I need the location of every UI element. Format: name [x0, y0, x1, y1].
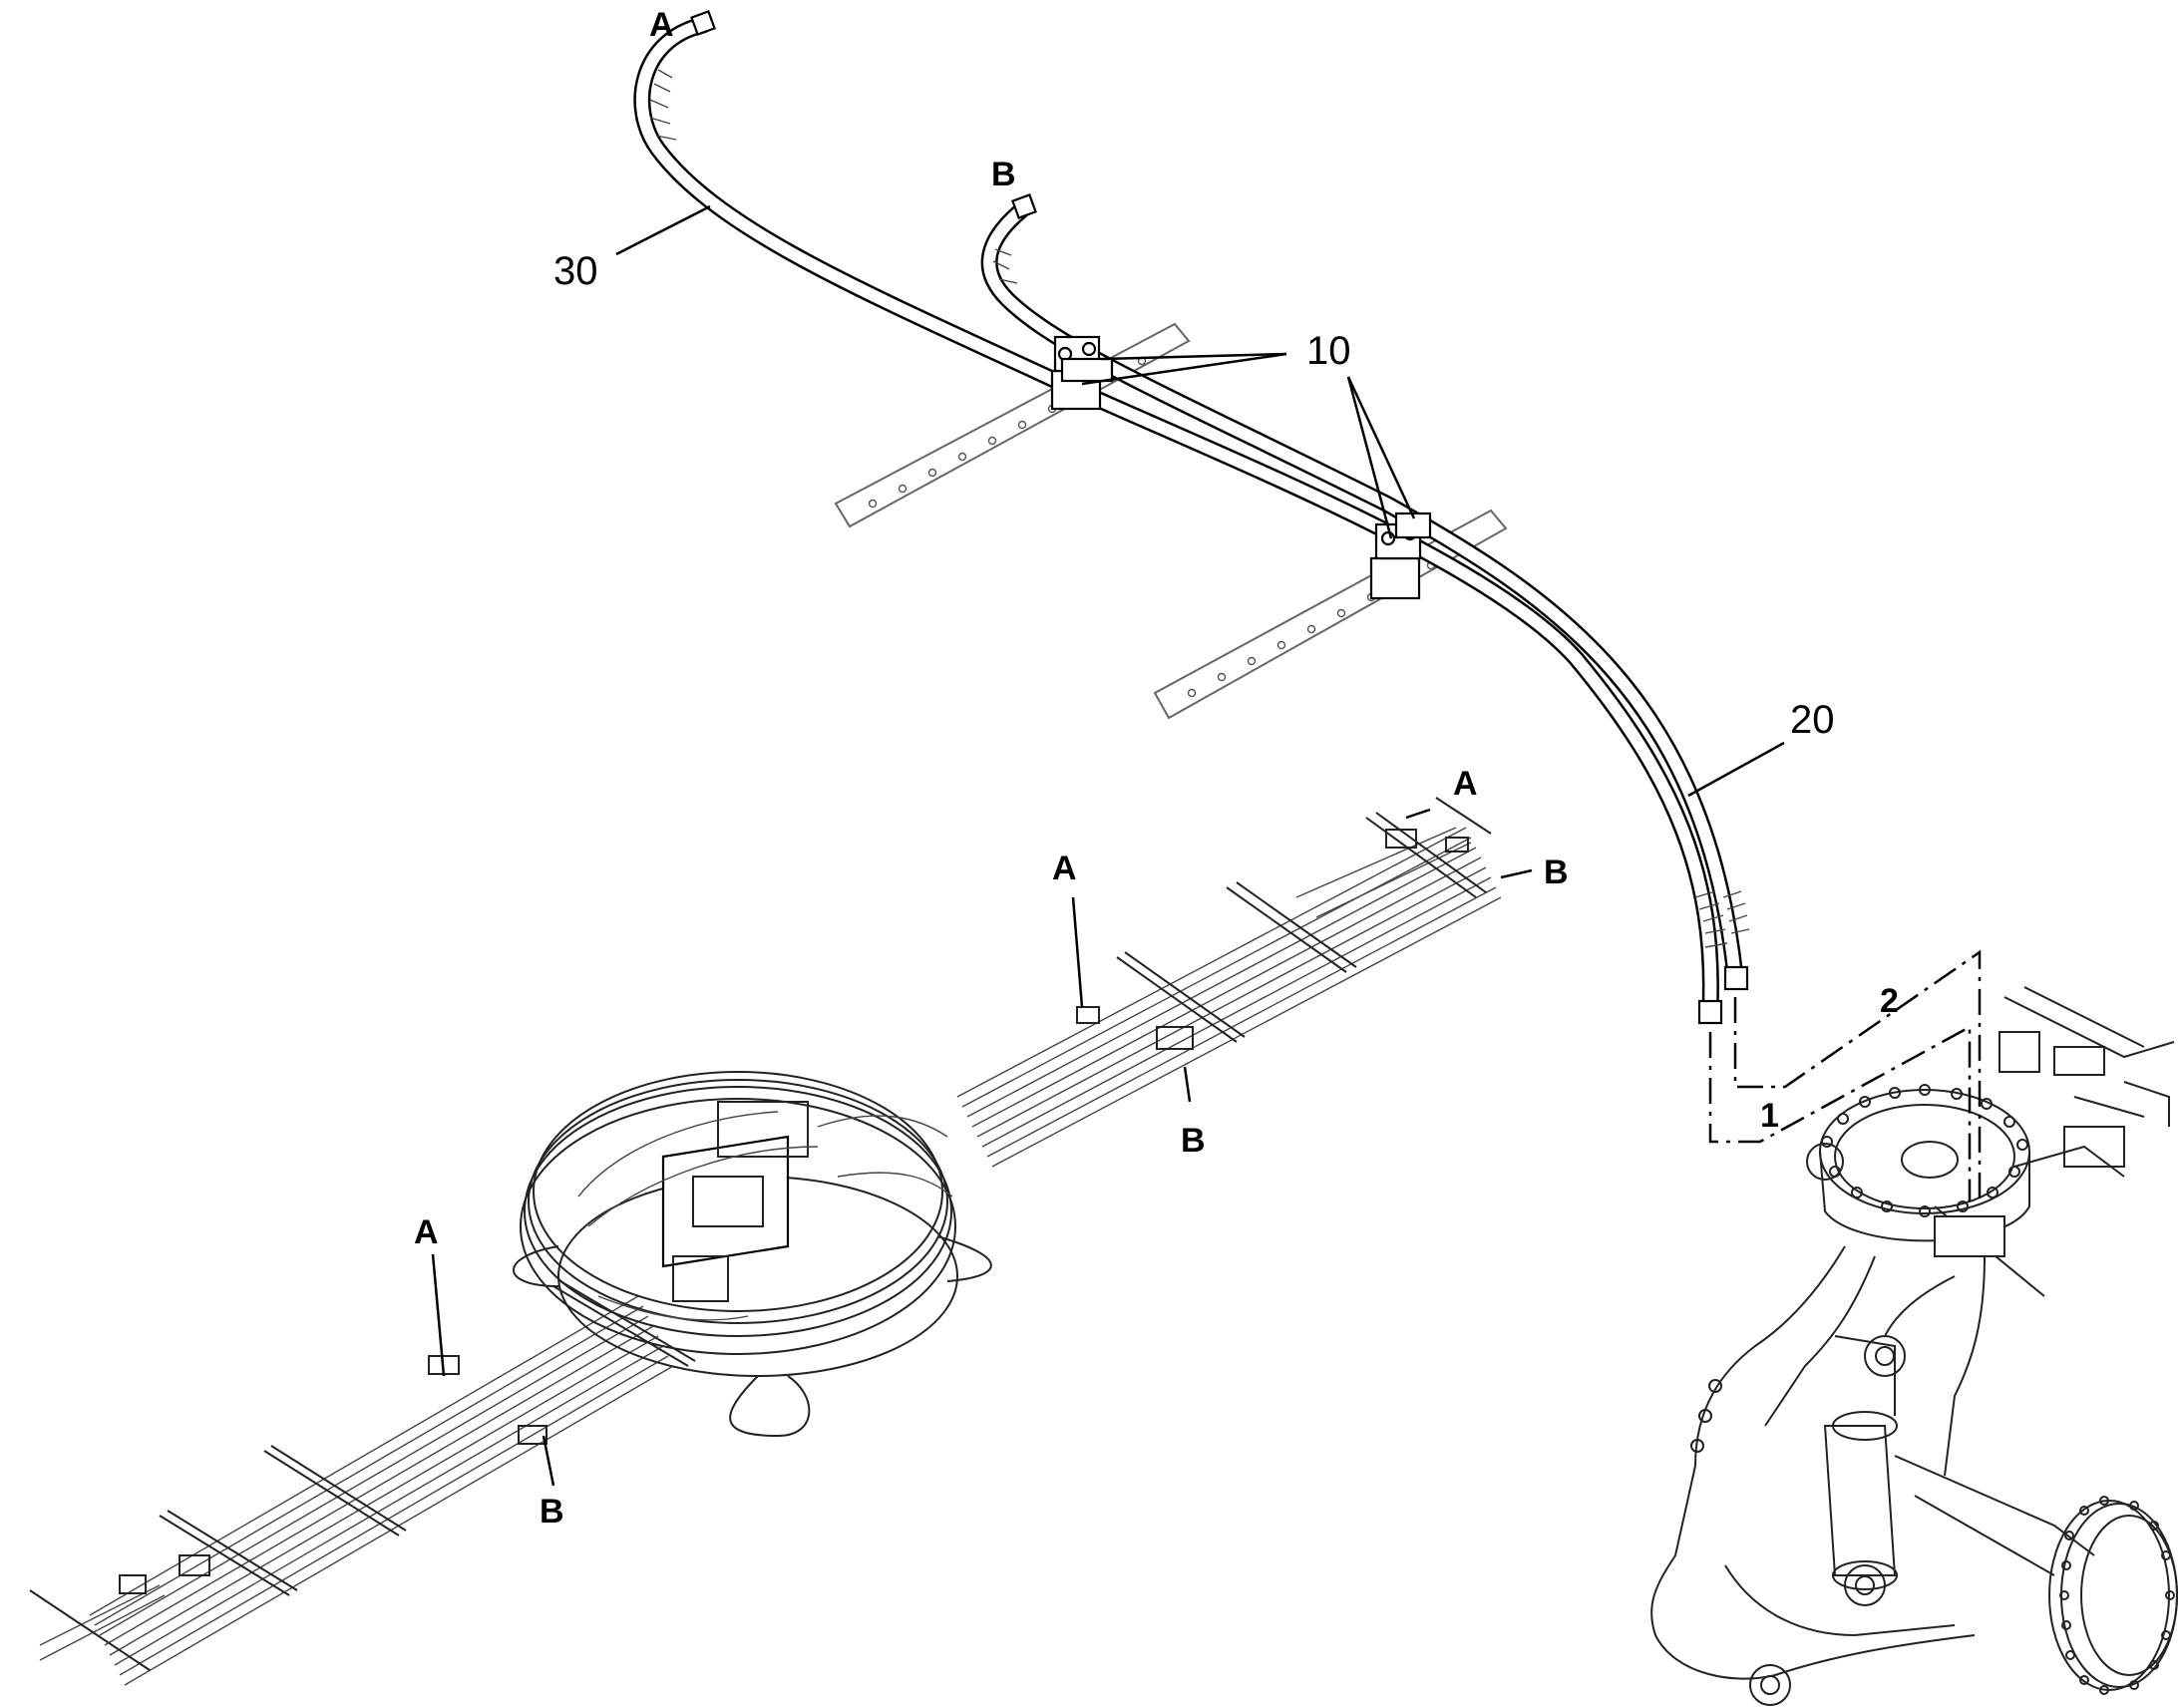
callout-20: 20	[1790, 698, 1835, 742]
hose-20	[980, 202, 1750, 986]
callout-a-hose: A	[649, 6, 674, 44]
hose-clamp-upper	[1050, 335, 1114, 411]
fitting-bottom-left-icon	[1697, 999, 1723, 1025]
callout-2: 2	[1880, 982, 1899, 1020]
hose-bundle-assembly	[29, 797, 1502, 1686]
callout-1: 1	[1760, 1097, 1779, 1135]
callout-b-hose: B	[991, 156, 1016, 193]
fitting-b-icon	[1011, 193, 1037, 219]
callout-a-middle: A	[1052, 850, 1077, 887]
fitting-bottom-right-icon	[1723, 965, 1749, 991]
hose-clamp-lower	[1369, 512, 1432, 600]
hose-30	[633, 16, 1719, 1016]
fitting-a-icon	[690, 10, 716, 36]
callout-b-middle: B	[1181, 1122, 1206, 1160]
callout-a-lower-left: A	[414, 1213, 439, 1251]
routing-line-2	[1733, 949, 1982, 1201]
callout-a-upper-right: A	[1453, 765, 1478, 803]
swing-bracket-assembly	[1650, 986, 2178, 1706]
callout-b-upper-right: B	[1544, 854, 1569, 891]
routing-line-1	[1708, 1024, 1972, 1201]
callout-10: 10	[1306, 329, 1351, 373]
callout-b-lower-left: B	[540, 1493, 564, 1531]
callout-30: 30	[553, 249, 598, 293]
leader-lines	[431, 204, 1785, 1487]
